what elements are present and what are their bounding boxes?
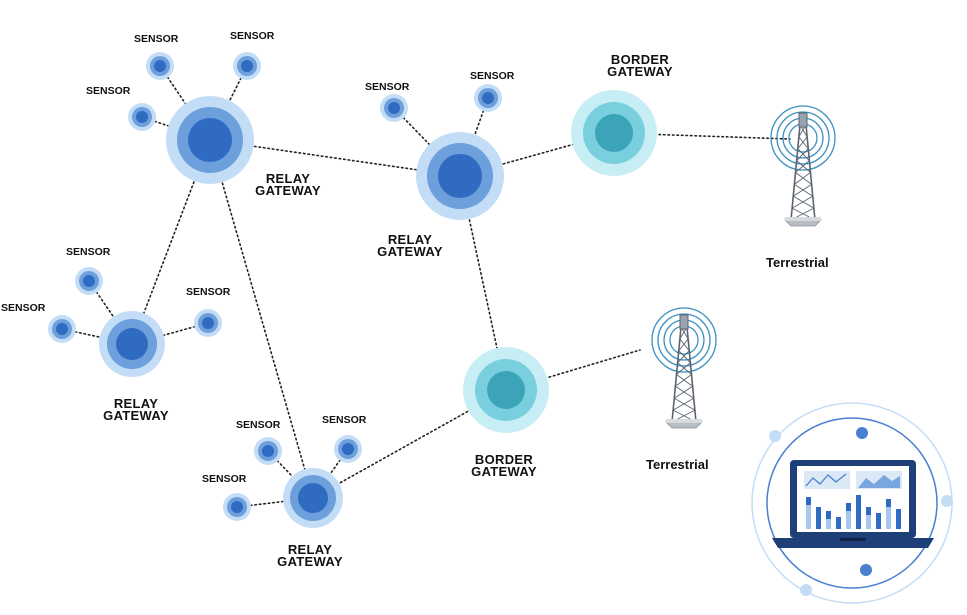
relay-gateway-node bbox=[166, 96, 254, 184]
sensor-link-line bbox=[159, 65, 211, 141]
sensor-node bbox=[474, 84, 502, 112]
border-gateway-label-line1: BORDER bbox=[474, 452, 534, 467]
sensor-node bbox=[223, 493, 251, 521]
relay-gateway-label: RELAY GATEWAY bbox=[250, 171, 326, 198]
relay-gateway-node bbox=[99, 311, 165, 377]
sensor-node bbox=[75, 267, 103, 295]
border-gateway-label: BORDER GATEWAY bbox=[466, 452, 542, 479]
sensor-label: SENSOR bbox=[202, 473, 247, 485]
sensor-node bbox=[334, 435, 362, 463]
border-gateway-label: BORDER GATEWAY bbox=[602, 52, 678, 79]
relay-gateway-node bbox=[416, 132, 504, 220]
radio-tower-icon bbox=[651, 307, 717, 429]
border-gateway-node bbox=[463, 347, 549, 433]
relay-gateway-label-line2: GATEWAY bbox=[255, 183, 321, 198]
sensor-label: SENSOR bbox=[365, 81, 410, 93]
sensor-node bbox=[146, 52, 174, 80]
sensor-label: SENSOR bbox=[66, 246, 111, 258]
relay-gateway-node bbox=[283, 468, 343, 528]
border-gateway-label-line2: GATEWAY bbox=[607, 64, 673, 79]
border-gateway-label-line2: GATEWAY bbox=[471, 464, 537, 479]
sensor-label: SENSOR bbox=[134, 33, 179, 45]
sensor-node bbox=[233, 52, 261, 80]
sensor-node bbox=[194, 309, 222, 337]
relay-gateway-label: RELAY GATEWAY bbox=[98, 396, 174, 423]
terrestrial-label: Terrestrial bbox=[646, 457, 709, 472]
radio-tower-icon bbox=[770, 105, 836, 227]
link-line bbox=[209, 139, 314, 499]
sensor-node bbox=[380, 94, 408, 122]
nodes bbox=[48, 52, 657, 528]
sensor-label: SENSOR bbox=[86, 85, 131, 97]
border-gateway-label-line1: BORDER bbox=[610, 52, 670, 67]
terrestrial-label: Terrestrial bbox=[766, 255, 829, 270]
sensor-node bbox=[48, 315, 76, 343]
relay-gateway-label-line2: GATEWAY bbox=[277, 554, 343, 569]
border-gateway-node bbox=[571, 90, 657, 176]
relay-gateway-label-line1: RELAY bbox=[113, 396, 159, 411]
sensor-label: SENSOR bbox=[1, 302, 46, 314]
sensor-label: SENSOR bbox=[470, 70, 515, 82]
relay-gateway-label-line1: RELAY bbox=[287, 542, 333, 557]
sensor-label: SENSOR bbox=[186, 286, 231, 298]
sensor-link-line bbox=[393, 107, 461, 177]
relay-gateway-label-line2: GATEWAY bbox=[377, 244, 443, 259]
relay-gateway-label: RELAY GATEWAY bbox=[372, 232, 448, 259]
relay-gateway-label-line1: RELAY bbox=[265, 171, 311, 186]
relay-gateway-label-line2: GATEWAY bbox=[103, 408, 169, 423]
sensor-label: SENSOR bbox=[236, 419, 281, 431]
towers bbox=[651, 105, 836, 429]
relay-gateway-label: RELAY GATEWAY bbox=[272, 542, 348, 569]
laptop-dashboard-icon bbox=[751, 402, 953, 604]
sensor-label: SENSOR bbox=[230, 30, 275, 42]
sensor-node bbox=[128, 103, 156, 131]
sensor-node bbox=[254, 437, 282, 465]
relay-gateway-label-line1: RELAY bbox=[387, 232, 433, 247]
sensor-label: SENSOR bbox=[322, 414, 367, 426]
